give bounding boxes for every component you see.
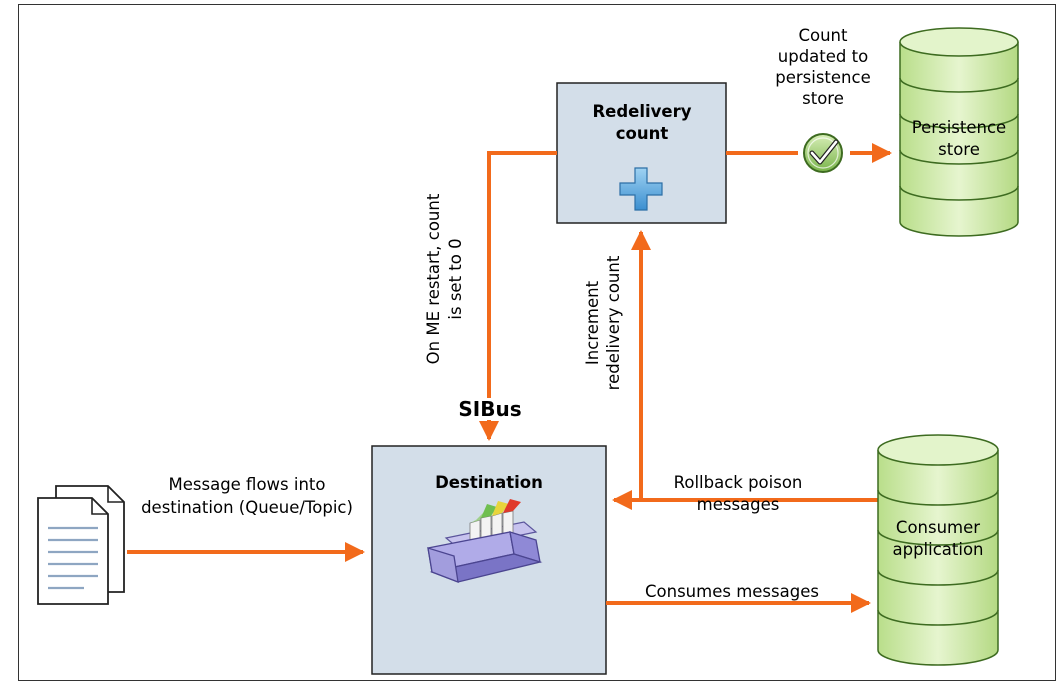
consumer-application-cylinder bbox=[877, 434, 999, 666]
checkmark-icon bbox=[803, 133, 843, 173]
consumes-label: Consumes messages bbox=[645, 582, 819, 601]
increment-label: Increment redelivery count bbox=[583, 255, 623, 391]
destination-title: Destination bbox=[435, 473, 543, 492]
sibus-label: SIBus bbox=[458, 397, 522, 421]
plus-icon bbox=[619, 167, 663, 211]
arrow-restart-path-top bbox=[487, 151, 557, 398]
restart-label: On ME restart, count is set to 0 bbox=[424, 193, 465, 365]
connector-arrows bbox=[127, 143, 892, 613]
documents-icon bbox=[37, 485, 125, 605]
persistence-store-label: Persistence store bbox=[911, 118, 1007, 159]
consumer-application-label: Consumer application bbox=[892, 518, 984, 559]
message-tray-icon bbox=[427, 499, 543, 584]
redelivery-count-title: Redelivery count bbox=[592, 102, 692, 143]
count-updated-label: Count updated to persistence store bbox=[775, 26, 871, 108]
diagram-frame bbox=[18, 4, 1056, 681]
message-flows-label: Message flows into destination (Queue/To… bbox=[141, 475, 353, 517]
rollback-label: Rollback poison messages bbox=[673, 473, 803, 514]
persistence-store-cylinder bbox=[899, 27, 1019, 237]
